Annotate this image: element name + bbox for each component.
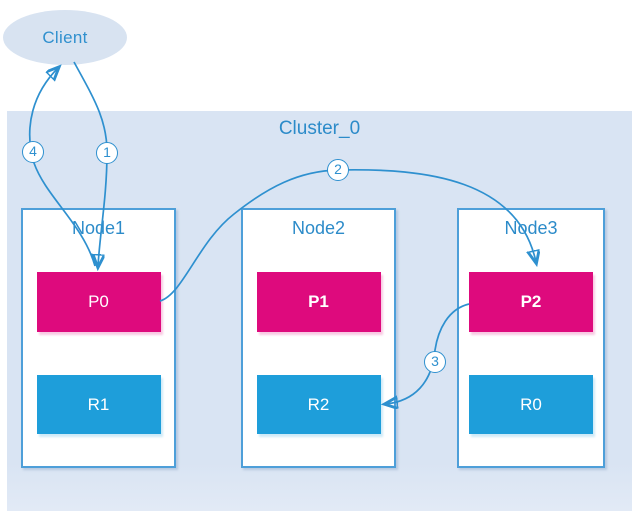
node-1-label: Node1 <box>71 218 126 238</box>
node-3: Node3 P2 R0 <box>457 208 605 468</box>
step-badge-4: 4 <box>22 141 44 163</box>
replica-shard-r0: R0 <box>469 375 593 434</box>
cluster-title: Cluster_0 <box>278 118 361 139</box>
client-label: Client <box>42 27 88 47</box>
primary-shard-p0: P0 <box>36 272 161 332</box>
node-2: Node2 P1 R2 <box>241 208 396 468</box>
node-3-label: Node3 <box>504 218 558 238</box>
client-node: Client <box>3 10 127 65</box>
step-badge-3: 3 <box>424 351 446 373</box>
replica-shard-r2: R2 <box>256 375 381 434</box>
step-badge-2: 2 <box>327 159 349 181</box>
node-2-label: Node2 <box>291 218 346 238</box>
primary-shard-p1: P1 <box>256 272 381 332</box>
node-1: Node1 P0 R1 <box>21 208 176 468</box>
replica-shard-r1: R1 <box>36 375 161 434</box>
step-badge-1: 1 <box>96 142 118 164</box>
primary-shard-p2: P2 <box>469 272 593 332</box>
